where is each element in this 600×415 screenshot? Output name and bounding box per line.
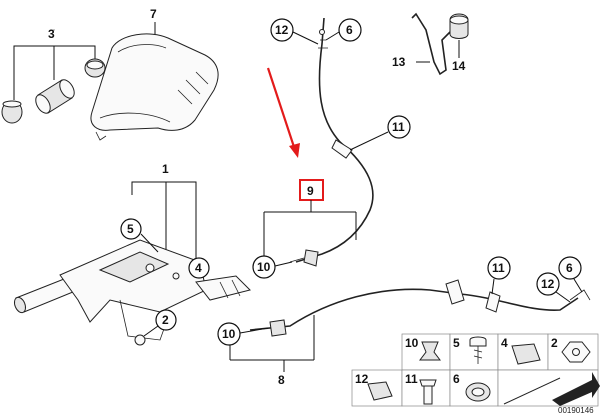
document-id: 00190146 — [558, 406, 594, 415]
bolt-head-icon — [419, 379, 437, 387]
callout-13-label: 13 — [392, 55, 406, 69]
leader-9 — [263, 200, 357, 258]
callout-11-upper: 11 — [349, 115, 411, 151]
parts-legend: 10 5 4 2 12 11 6 — [351, 333, 600, 407]
callout-1-label: 1 — [162, 162, 169, 176]
cable-clip-upper — [331, 139, 353, 159]
sleeve-end — [59, 79, 75, 99]
callout-11-lower: 11 — [487, 256, 511, 295]
cable-upper-path — [295, 17, 374, 263]
grommet-top — [2, 100, 22, 108]
callout-12-right: 12 — [536, 272, 571, 303]
cable-clip-lower — [445, 279, 465, 305]
boot-tab — [95, 131, 107, 141]
boot-ribs — [177, 71, 209, 105]
callout-6-right: 6 — [558, 256, 583, 293]
callout-10-upper-label: 10 — [257, 260, 271, 274]
callout-6-top: 6 — [325, 18, 362, 42]
cable-end-upper — [303, 249, 319, 267]
legend-label: 2 — [551, 336, 558, 350]
callout-5-label: 5 — [127, 222, 134, 236]
callout-5: 5 — [120, 218, 159, 253]
callout-12-top: 12 — [270, 18, 319, 45]
shift-boot-part — [90, 33, 219, 131]
part-1-group: 1 — [13, 162, 251, 341]
callout-10-lower-label: 10 — [222, 327, 236, 341]
part-13-14-group: 13 14 — [392, 12, 469, 76]
cable-upper — [289, 17, 374, 267]
callout-8-label: 8 — [278, 373, 285, 387]
bolt-shank-icon — [423, 385, 433, 405]
callout-6-top-label: 6 — [346, 23, 353, 37]
callout-9-label: 9 — [307, 184, 314, 198]
callout-12-top-label: 12 — [275, 23, 289, 37]
clip-13-part — [411, 12, 453, 76]
part-7-group: 7 — [90, 7, 219, 141]
pivot-bolt-2 — [172, 272, 180, 280]
callout-6-right-label: 6 — [566, 261, 573, 275]
cable-lower-path — [249, 288, 579, 331]
linkage-lines — [219, 279, 241, 299]
callout-4-label: 4 — [195, 261, 202, 275]
legend-label: 4 — [501, 336, 508, 350]
screw-shank-icon — [473, 346, 483, 364]
callout-3-label: 3 — [48, 27, 55, 41]
bracket-face — [98, 251, 170, 283]
bracket-icon — [511, 343, 541, 365]
nut-part — [134, 334, 146, 346]
legend-label: 11 — [405, 372, 418, 386]
lever-end — [13, 296, 27, 314]
cable-lower: 8 — [229, 279, 591, 387]
callout-4: 4 — [188, 257, 210, 279]
leader-8 — [229, 315, 315, 372]
pivot-bolt — [145, 263, 155, 273]
boot-base — [99, 112, 171, 123]
part-3-group: 3 — [1, 27, 106, 124]
legend-label: 10 — [405, 336, 419, 350]
callout-2: 2 — [134, 309, 177, 346]
callout-14-label: 14 — [452, 59, 466, 73]
cable-end-lower — [269, 319, 287, 337]
callout-10-lower: 10 — [217, 322, 269, 346]
clip-icon — [419, 341, 441, 361]
sleeve-end-left — [35, 94, 51, 114]
direction-arrow-icon — [552, 372, 600, 406]
leader-1 — [131, 181, 197, 262]
legend-label: 6 — [453, 372, 460, 386]
callout-10-upper: 10 — [252, 255, 293, 279]
callout-11-lower-label: 11 — [492, 261, 505, 275]
boot-rim — [117, 44, 167, 53]
screw-head-icon — [469, 336, 487, 347]
cap-top — [86, 60, 104, 70]
holder-icon — [367, 381, 393, 401]
callout-11-upper-label: 11 — [392, 120, 405, 134]
callout-12-right-label: 12 — [541, 277, 555, 291]
cable-sleeve-lower — [485, 291, 501, 313]
highlight-arrow — [266, 67, 300, 158]
callout-9-box: 9 — [263, 179, 357, 258]
legend-label: 5 — [453, 336, 460, 350]
callout-7-label: 7 — [150, 7, 157, 21]
callout-2-label: 2 — [162, 313, 169, 327]
legend-label: 12 — [355, 372, 369, 386]
